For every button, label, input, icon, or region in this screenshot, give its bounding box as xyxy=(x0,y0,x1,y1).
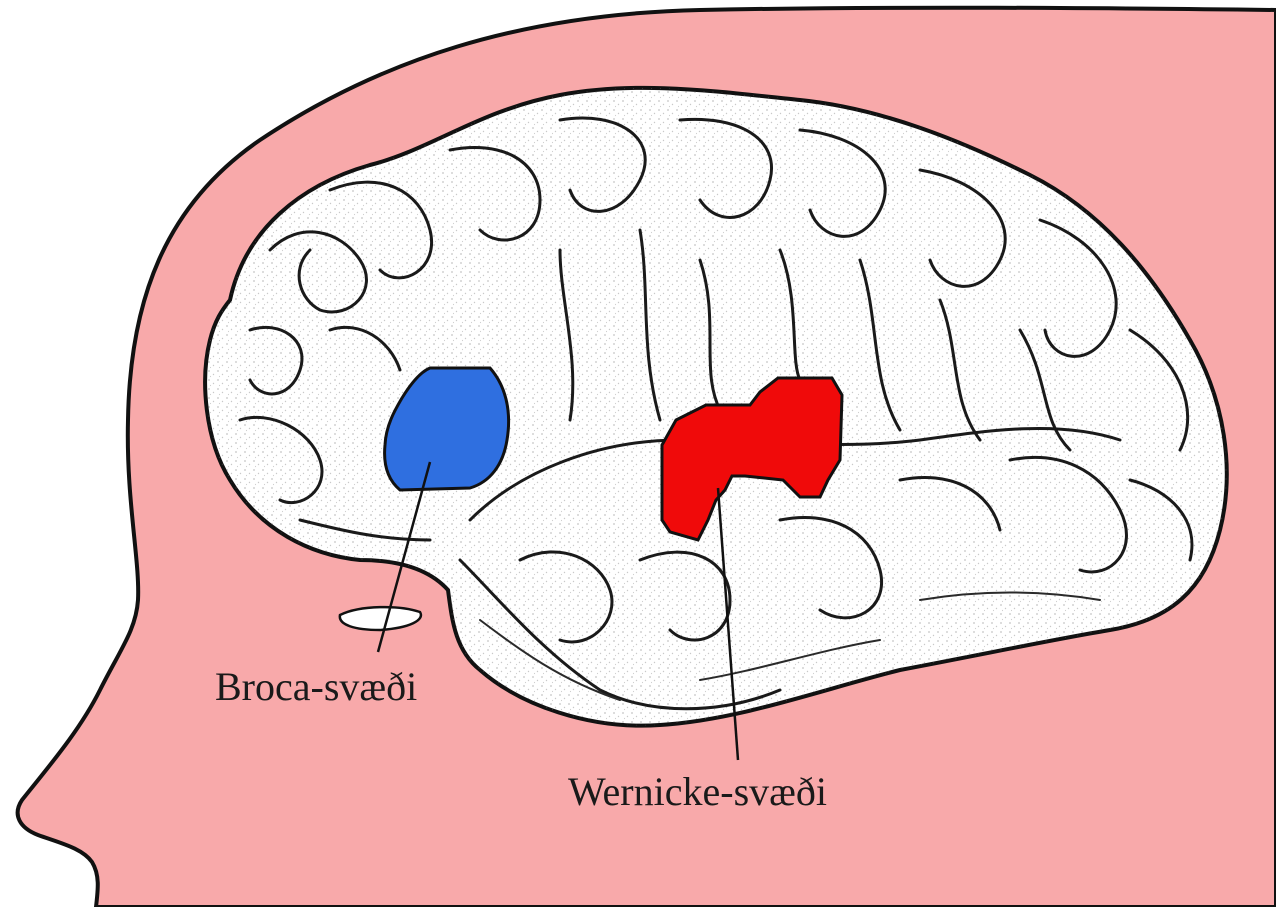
wernicke-label: Wernicke-svæði xyxy=(568,769,827,814)
broca-label: Broca-svæði xyxy=(215,664,417,709)
